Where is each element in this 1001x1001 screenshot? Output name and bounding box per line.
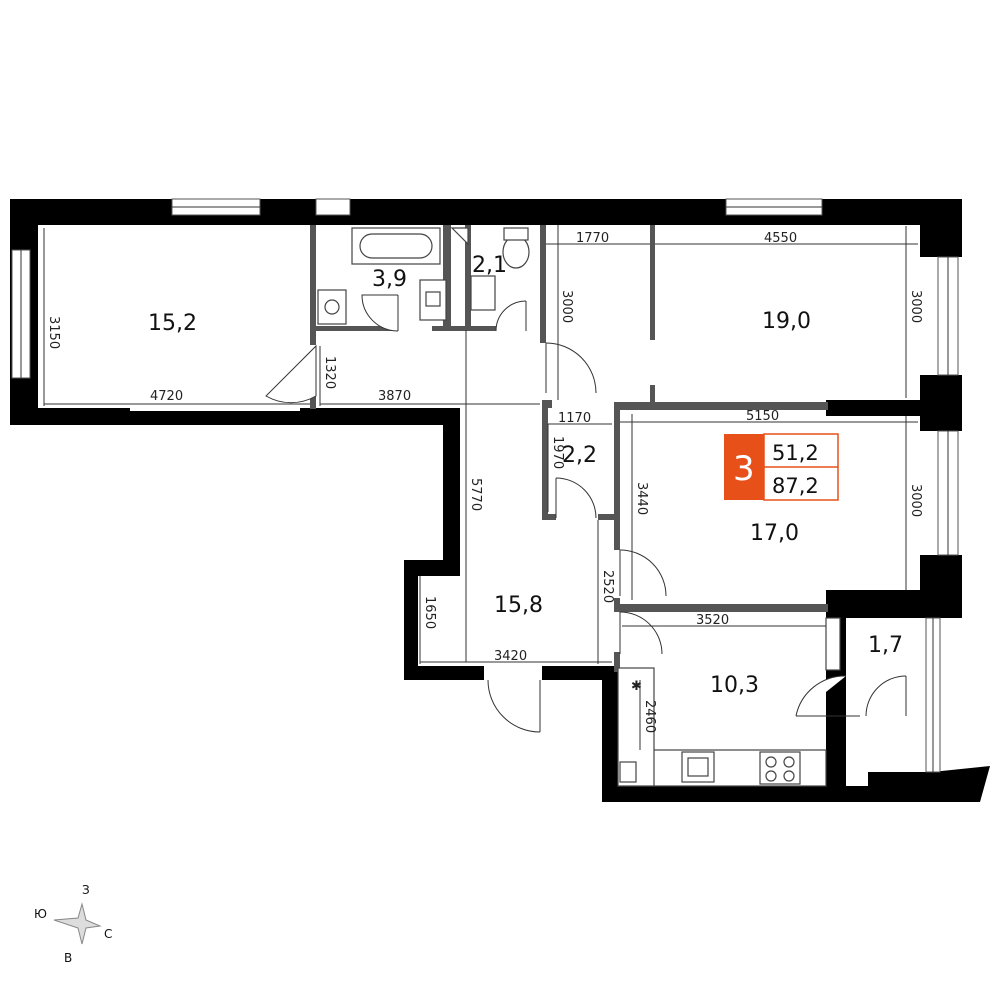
toilet-sink-icon bbox=[470, 275, 496, 311]
dim-label: 5770 bbox=[468, 478, 483, 511]
dim-label: 4720 bbox=[150, 389, 183, 404]
compass-star-icon bbox=[53, 902, 102, 945]
room-area-bedroom-right: 17,0 bbox=[750, 521, 799, 546]
area-badge: 3 51,2 87,2 bbox=[724, 433, 839, 501]
dim-label: 2520 bbox=[600, 570, 615, 603]
door-storage bbox=[555, 477, 597, 519]
room-area-toilet: 2,1 bbox=[472, 253, 507, 278]
room-area-storage: 2,2 bbox=[562, 443, 597, 468]
dim-label: 4550 bbox=[764, 231, 797, 246]
door-entrance bbox=[487, 679, 541, 733]
doors bbox=[265, 294, 907, 733]
badge-room-count: 3 bbox=[733, 449, 755, 489]
door-bath bbox=[361, 294, 399, 332]
fixtures: ✱ bbox=[317, 227, 827, 787]
room-area-bathroom: 3,9 bbox=[372, 267, 407, 292]
room-area-hall: 15,8 bbox=[494, 593, 543, 618]
dim-label: 1970 bbox=[550, 436, 565, 469]
compass-west: Ю bbox=[34, 907, 47, 921]
badge-room-count-box bbox=[724, 434, 764, 500]
room-area-balcony: 1,7 bbox=[868, 633, 903, 658]
room-area-kitchen: 10,3 bbox=[710, 673, 759, 698]
door-kitchen bbox=[619, 611, 663, 655]
compass-east: С bbox=[104, 927, 112, 941]
dim-label: 3150 bbox=[46, 316, 61, 349]
door-balcony-right bbox=[865, 675, 907, 717]
interior-walls bbox=[310, 225, 828, 672]
door-bedroom-right bbox=[619, 549, 667, 597]
dim-label: 3000 bbox=[559, 290, 574, 323]
dim-label: 3520 bbox=[696, 613, 729, 628]
room-area-living-left: 15,2 bbox=[148, 311, 197, 336]
gas-marker-icon: ✱ bbox=[631, 679, 642, 694]
dim-label: 3870 bbox=[378, 389, 411, 404]
stove-icon bbox=[759, 751, 801, 785]
dim-label: 1320 bbox=[322, 356, 337, 389]
dim-label: 3420 bbox=[494, 649, 527, 664]
door-toilet bbox=[495, 300, 527, 332]
badge-total-area: 87,2 bbox=[772, 474, 819, 498]
dimension-labels: 3150 4720 1320 3870 5770 1770 4550 3000 … bbox=[46, 231, 923, 733]
compass: З Ю С В bbox=[34, 883, 112, 965]
dim-label: 3440 bbox=[634, 482, 649, 515]
room-area-bedroom-top-right: 19,0 bbox=[762, 309, 811, 334]
dim-label: 3000 bbox=[908, 290, 923, 323]
door-bedroom-top bbox=[545, 342, 597, 394]
compass-south: В bbox=[64, 951, 72, 965]
boiler-icon bbox=[619, 761, 637, 783]
dimension-lines bbox=[43, 225, 918, 750]
dim-label: 2460 bbox=[642, 700, 657, 733]
door-balcony-left bbox=[795, 675, 847, 717]
badge-living-area: 51,2 bbox=[772, 441, 819, 465]
dim-label: 5150 bbox=[746, 409, 779, 424]
dim-label: 1770 bbox=[576, 231, 609, 246]
compass-north: З bbox=[82, 883, 90, 897]
dim-label: 3000 bbox=[908, 484, 923, 517]
door-living bbox=[265, 344, 317, 404]
windows bbox=[11, 198, 959, 773]
dim-label: 1650 bbox=[422, 596, 437, 629]
room-areas: 15,2 3,9 2,1 19,0 2,2 17,0 15,8 10,3 1,7 bbox=[148, 253, 903, 698]
dim-label: 1170 bbox=[558, 411, 591, 426]
